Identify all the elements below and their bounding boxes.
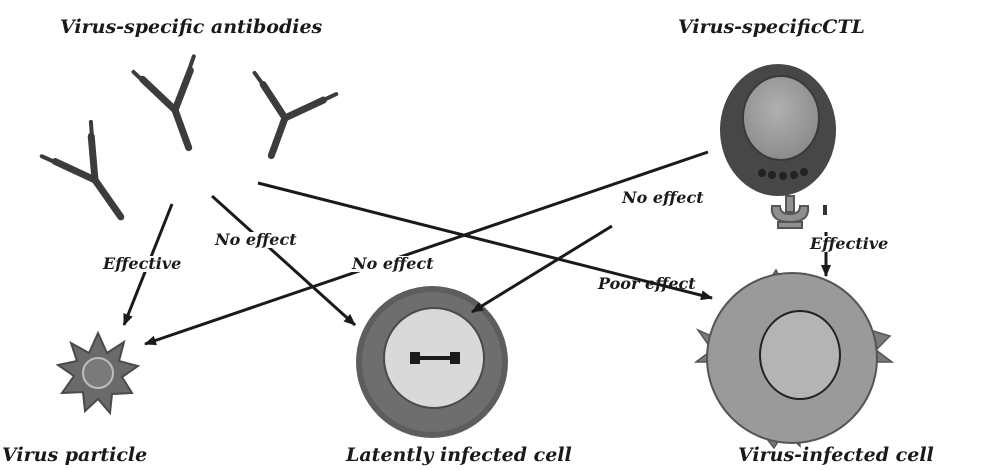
- antibodies-group: [42, 51, 337, 234]
- ctl-cell: [720, 64, 836, 228]
- ctl-receptor-icon: [772, 196, 808, 228]
- edge-label-ctl-to-particle: No effect: [350, 256, 436, 272]
- antibodies-label: Virus-specific antibodies: [60, 18, 322, 37]
- antibody-icon: [230, 65, 336, 169]
- arrow-antibody-to-latent: [212, 196, 355, 325]
- ctl-nucleus: [743, 76, 819, 160]
- edge-label-ctl-to-infected: Effective: [808, 236, 890, 252]
- edge-label-ctl-to-latent: No effect: [622, 190, 704, 206]
- edge-label-ab-to-latent: No effect: [213, 232, 299, 248]
- infected-nucleus: [760, 311, 840, 399]
- edge-label-ab-to-infected: Poor effect: [598, 276, 696, 292]
- edge-label-ab-to-particle: Effective: [101, 256, 183, 272]
- antibody-icon: [133, 51, 222, 157]
- virus-particle-label: Virus particle: [2, 446, 147, 465]
- virus-infected-cell: [696, 270, 892, 448]
- virus-particle-icon: [58, 333, 138, 413]
- ctl-label: Virus-specificCTL: [678, 18, 865, 37]
- latently-infected-cell: [356, 286, 508, 438]
- virus-infected-cell-label: Virus-infected cell: [738, 446, 934, 465]
- arrow-ctl-to-latent: [472, 226, 612, 312]
- antibody-icon: [42, 122, 146, 234]
- latently-infected-cell-label: Latently infected cell: [346, 446, 572, 465]
